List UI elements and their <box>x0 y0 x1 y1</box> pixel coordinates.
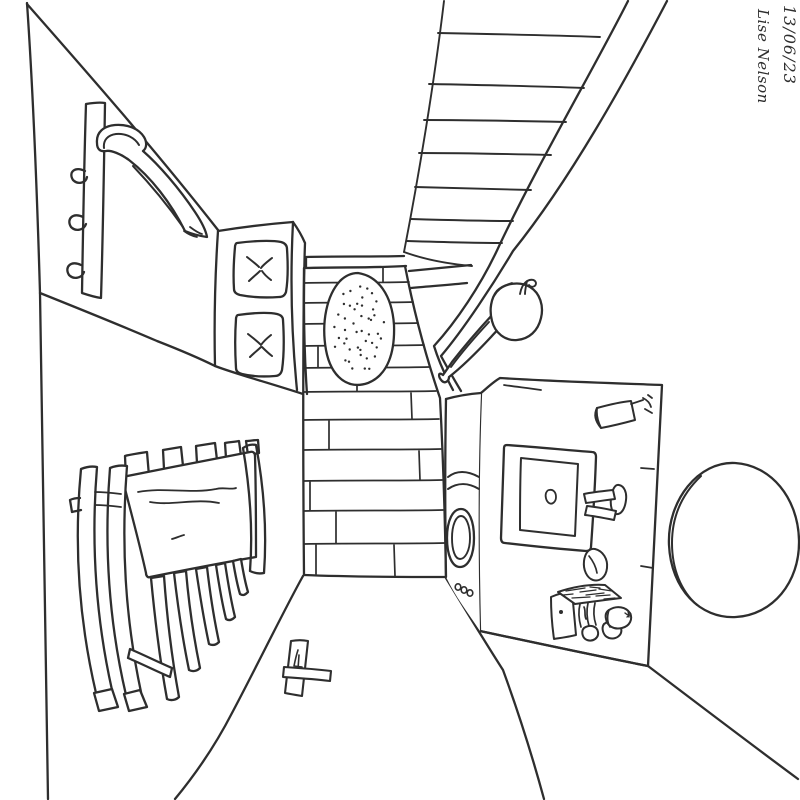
faucet <box>583 483 628 521</box>
sink-drain <box>544 488 557 505</box>
fruit-still-life <box>437 278 544 384</box>
soap-end <box>594 407 602 429</box>
stair-base-lines <box>407 263 473 290</box>
stair-tread <box>414 186 532 191</box>
washer-door <box>445 507 476 569</box>
soap-dispenser <box>594 394 653 429</box>
rug-dots <box>333 285 386 370</box>
chair-rail-foot <box>122 688 149 713</box>
banana-ridge <box>450 321 490 368</box>
washing-machine <box>444 391 483 631</box>
washer-panel <box>445 393 481 631</box>
apple-inner-arc <box>493 282 513 297</box>
basket-dot <box>559 610 563 614</box>
rug-outline <box>323 271 396 386</box>
handle-lever <box>281 665 333 683</box>
table-leg <box>214 561 237 622</box>
table-leg <box>172 569 202 673</box>
bread-basket <box>550 583 633 642</box>
leg-stretcher <box>126 647 174 679</box>
door-handle <box>281 639 333 698</box>
signature-name: Lise Nelson <box>754 9 772 104</box>
stair-tread <box>428 83 585 89</box>
wall-rack <box>66 101 107 300</box>
stair-tread <box>437 32 601 38</box>
sponge <box>582 547 609 582</box>
apple <box>489 282 544 342</box>
table-leg <box>194 565 221 647</box>
circle-double-arc <box>671 475 702 606</box>
stair-tread <box>418 152 552 156</box>
soap-pump <box>630 394 653 414</box>
stove <box>213 220 309 396</box>
basket-contents <box>578 602 597 628</box>
soap-body <box>595 400 636 429</box>
floor-corner-left-line <box>173 574 305 800</box>
jar-sparkle <box>624 610 632 618</box>
ceiling-corner-line <box>25 2 220 232</box>
washer-band <box>447 471 480 490</box>
hanging-towel <box>95 123 209 239</box>
table-grain <box>137 487 237 540</box>
washer-top-edge <box>444 391 483 401</box>
faucet-spout <box>583 489 616 504</box>
stove-top-edge <box>216 220 295 233</box>
rack-hook <box>68 214 88 231</box>
chair-rail-foot <box>92 687 120 713</box>
signature-date: 13/06/23 <box>780 5 799 85</box>
washer-door-inner <box>451 515 471 560</box>
burner-upper-cross <box>246 256 273 282</box>
dining-set <box>68 438 267 713</box>
speckled-rug <box>323 271 396 386</box>
sink-basin <box>519 457 579 537</box>
rail-bars <box>94 491 122 508</box>
rack-hook <box>66 262 86 279</box>
towel-fold <box>132 165 184 228</box>
faucet-spout <box>584 505 617 521</box>
stair-wall-edge <box>432 0 669 393</box>
floor-top-band <box>304 254 408 270</box>
handle-keyhole <box>293 649 303 670</box>
counter-edge-detail <box>503 384 655 569</box>
lower-wall-corner-line <box>38 291 305 396</box>
counter-bottom-edge <box>478 629 650 668</box>
basket-weave <box>562 586 616 600</box>
large-wall-circle <box>667 461 800 619</box>
towel-head-fold <box>102 132 140 149</box>
stove-side-panel <box>290 220 309 396</box>
stair-tread <box>410 218 514 222</box>
towel-body <box>95 123 209 239</box>
washer-knobs <box>454 582 474 597</box>
stair-tread <box>423 119 567 123</box>
staircase <box>403 0 601 267</box>
burner-lower-cross <box>247 333 273 358</box>
sink <box>499 443 598 553</box>
apple-stem <box>519 278 537 295</box>
towel-tip <box>183 226 203 238</box>
floor-right-edge <box>403 264 448 579</box>
rack-strip <box>80 101 107 300</box>
table-leg <box>231 557 250 597</box>
perspective-lines <box>25 1 800 800</box>
counter-corner-line <box>646 664 800 781</box>
table-top <box>120 450 258 579</box>
washer-left-edge <box>444 397 448 579</box>
rail-tab <box>68 496 83 514</box>
left-wall-corner-line <box>25 1 50 800</box>
floor-bottom-edge <box>302 573 448 579</box>
stair-rail <box>403 0 445 253</box>
burner-upper <box>232 239 289 299</box>
table-leg <box>149 574 181 702</box>
stair-bottom <box>403 251 473 267</box>
jar-end <box>606 609 611 628</box>
bread-roll <box>581 624 600 642</box>
chair-rail-left <box>76 465 114 696</box>
stove-left-edge <box>213 229 220 368</box>
chair-rail-right <box>241 443 267 575</box>
stair-tread <box>406 240 503 244</box>
rack-hook <box>70 168 89 184</box>
